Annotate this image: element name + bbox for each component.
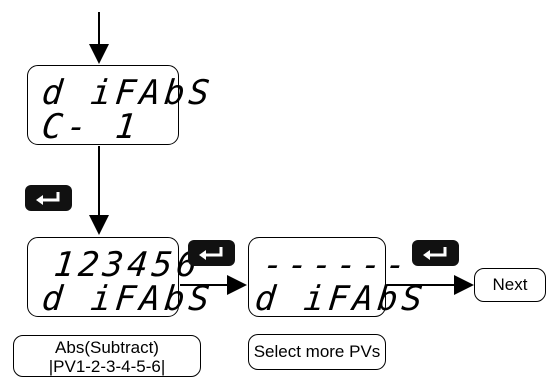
abs-subtract-label: Abs(Subtract) |PV1-2-3-4-5-6| bbox=[13, 335, 201, 377]
enter-key-icon[interactable] bbox=[412, 240, 459, 266]
display-middle: ------ d iFAbS bbox=[248, 237, 428, 319]
display-middle-line2: d iFAbS bbox=[252, 279, 429, 319]
enter-key-icon[interactable] bbox=[25, 185, 72, 211]
abs-subtract-line2: |PV1-2-3-4-5-6| bbox=[48, 357, 166, 376]
next-box[interactable]: Next bbox=[474, 268, 546, 302]
abs-subtract-line1: Abs(Subtract) bbox=[55, 338, 159, 357]
display-top-line1: d iFAbS bbox=[39, 73, 216, 113]
display-left: 123456 d iFAbS bbox=[27, 237, 215, 319]
next-text: Next bbox=[492, 275, 528, 294]
select-more-pvs-label: Select more PVs bbox=[248, 334, 386, 370]
display-left-line2: d iFAbS bbox=[39, 279, 216, 319]
enter-arrow-glyph bbox=[199, 247, 223, 260]
display-left-line1: 123456 bbox=[51, 245, 203, 285]
display-top: d iFAbS C- 1 bbox=[27, 65, 215, 147]
select-more-pvs-text: Select more PVs bbox=[253, 342, 381, 361]
enter-key-icon[interactable] bbox=[188, 240, 235, 266]
display-top-line2: C- 1 bbox=[39, 107, 142, 147]
enter-arrow-glyph bbox=[423, 247, 447, 260]
display-middle-line1: ------ bbox=[260, 245, 412, 285]
enter-arrow-glyph bbox=[36, 192, 60, 205]
